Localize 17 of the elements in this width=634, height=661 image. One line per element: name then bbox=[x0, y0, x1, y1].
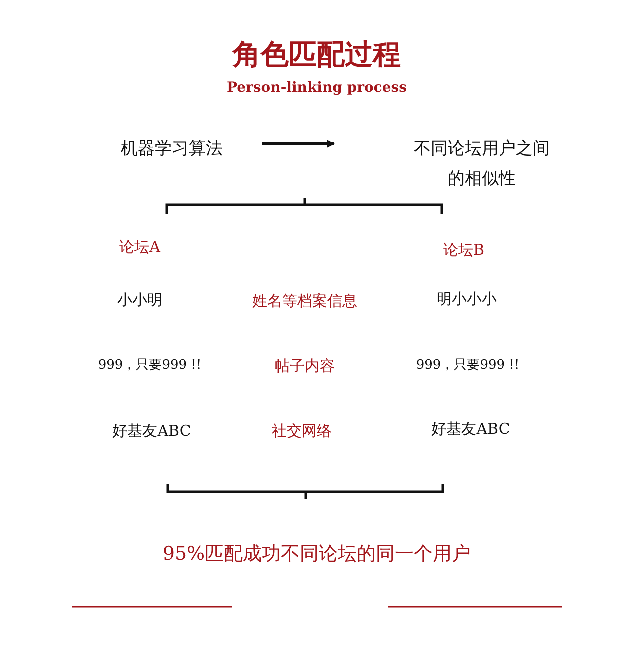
node-text: 机器学习算法 bbox=[120, 138, 224, 161]
user-name: 明小小小 bbox=[437, 290, 497, 309]
result-text: 95%匹配成功不同论坛的同一个用户 bbox=[162, 542, 472, 567]
forum-label: 论坛B bbox=[443, 241, 485, 260]
title: 角色匹配过程 bbox=[233, 37, 401, 73]
attribute-label: 姓名等档案信息 bbox=[252, 292, 358, 311]
node-text: 不同论坛用户之间的相似性 bbox=[413, 138, 551, 191]
subtitle: Person-linking process bbox=[226, 80, 408, 96]
user-name: 小小明 bbox=[118, 291, 162, 310]
arrow bbox=[262, 140, 335, 148]
friend-name: 好基友ABC bbox=[432, 420, 510, 439]
forum-label: 论坛A bbox=[120, 238, 160, 257]
post-text: 999，只要999 !! bbox=[98, 357, 202, 374]
attribute-label: 帖子内容 bbox=[275, 357, 335, 376]
friend-name: 好基友ABC bbox=[112, 422, 192, 441]
post-text: 999，只要999 !! bbox=[416, 357, 520, 374]
attribute-label: 社交网络 bbox=[272, 422, 332, 441]
